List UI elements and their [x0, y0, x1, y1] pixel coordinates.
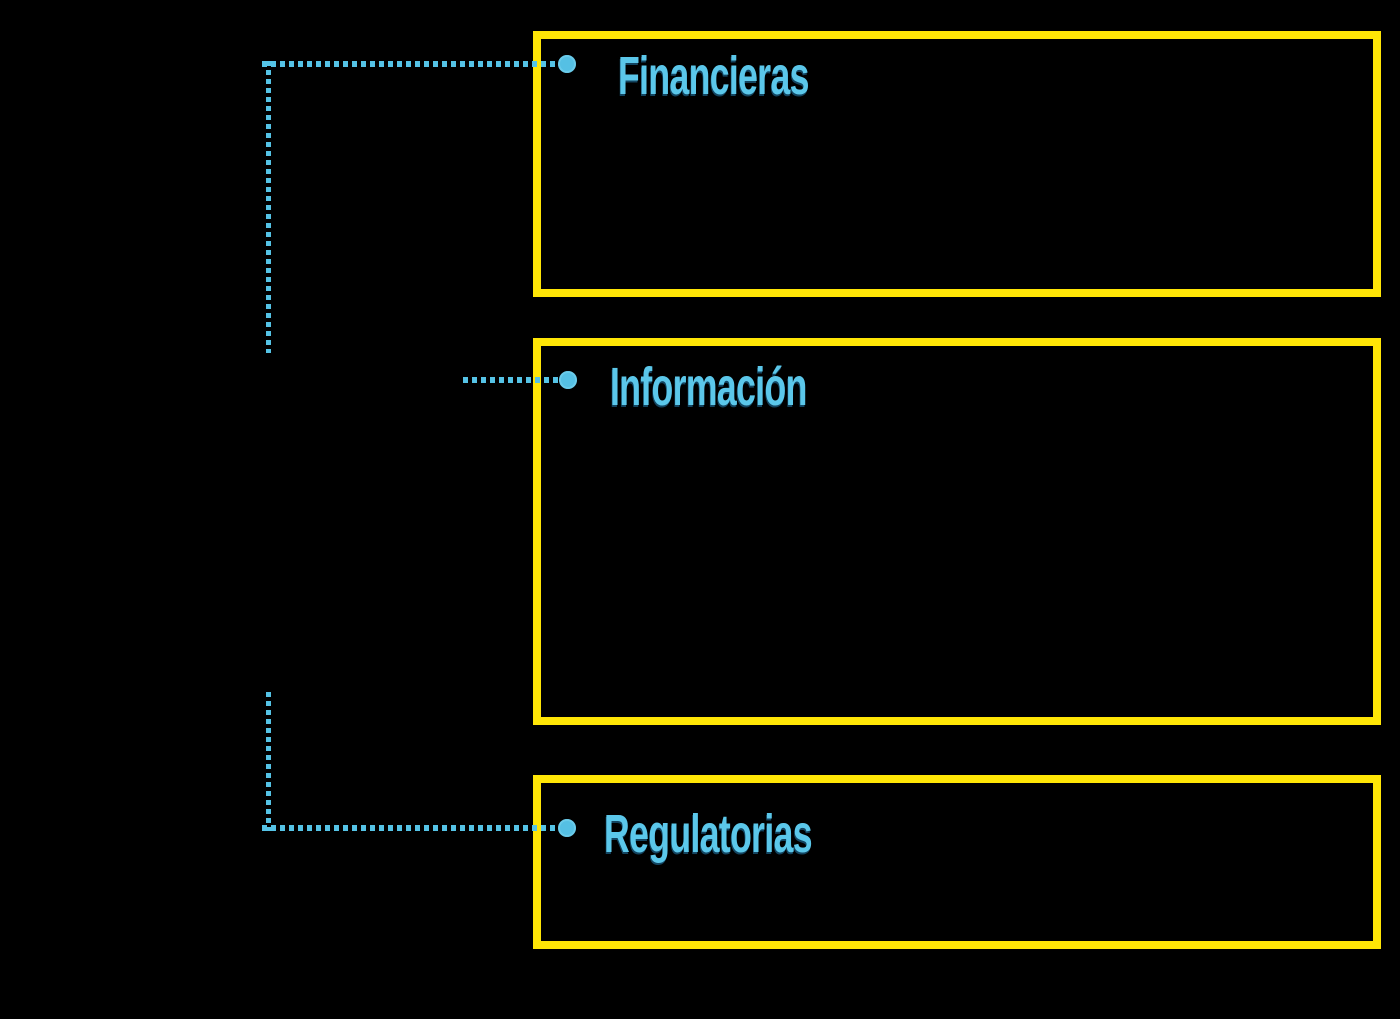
- box-title-regulatorias: Regulatorias: [604, 804, 813, 864]
- connector-line-informacion: [463, 377, 559, 383]
- connector-line-regulatorias: [262, 825, 558, 831]
- connector-line-financieras: [262, 61, 558, 67]
- box-regulatorias: [533, 775, 1381, 949]
- connector-endpoint-dot-financieras: [558, 55, 576, 73]
- connector-vertical-bottom: [266, 692, 271, 831]
- connector-endpoint-dot-informacion: [559, 371, 577, 389]
- connector-endpoint-dot-regulatorias: [558, 819, 576, 837]
- box-title-financieras: Financieras: [618, 46, 809, 106]
- box-title-informacion: Información: [610, 357, 807, 417]
- box-informacion: [533, 338, 1381, 725]
- box-financieras: [533, 31, 1381, 297]
- connector-vertical-top: [266, 61, 271, 353]
